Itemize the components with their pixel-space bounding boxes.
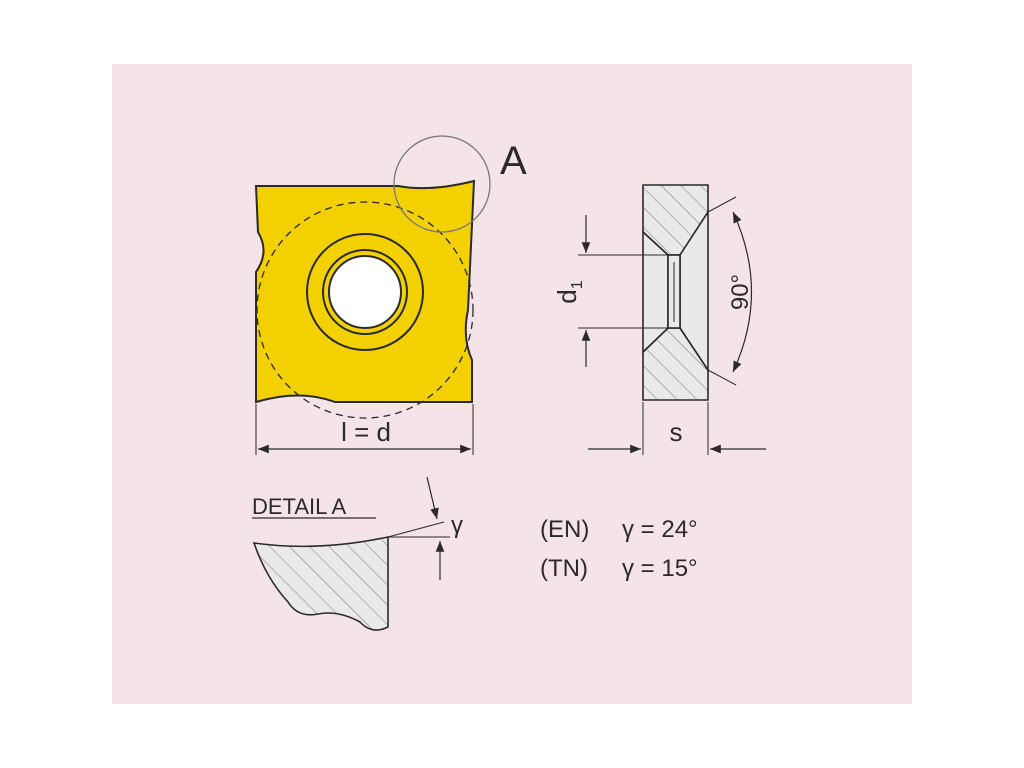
insert-side-section bbox=[642, 184, 709, 401]
counterbore-outer bbox=[306, 233, 424, 351]
thickness-dim-label: s bbox=[670, 417, 683, 447]
detail-circle-a bbox=[393, 135, 491, 233]
length-dim-label: l = d bbox=[341, 417, 391, 447]
variant-en-value: γ = 24° bbox=[622, 516, 698, 543]
length-dimension: l = d bbox=[255, 404, 474, 455]
variant-tn-value: γ = 15° bbox=[622, 555, 698, 582]
angle-dimension: 90° bbox=[707, 196, 754, 386]
rake-angle-variants: (EN) γ = 24° (TN) γ = 15° bbox=[540, 516, 698, 582]
detail-marker-label: A bbox=[500, 139, 527, 183]
gamma-symbol: γ bbox=[451, 512, 463, 539]
hole-dim-label: d1 bbox=[552, 280, 586, 303]
detail-title: DETAIL A bbox=[252, 494, 346, 519]
hole-diameter-dimension: d1 bbox=[552, 215, 668, 367]
technical-drawing: A l = d d1 90° s bbox=[112, 64, 912, 704]
counterbore-inner bbox=[322, 249, 408, 335]
angle-dim-label: 90° bbox=[727, 274, 754, 310]
detail-a-profile bbox=[252, 536, 389, 631]
variant-en-code: (EN) bbox=[540, 516, 589, 543]
thickness-dimension: s bbox=[588, 402, 766, 455]
drawing-panel: A l = d d1 90° s bbox=[112, 64, 912, 704]
insert-top-view bbox=[254, 179, 476, 419]
bore-hole bbox=[328, 255, 402, 329]
detail-a-section: DETAIL A γ bbox=[252, 476, 463, 631]
variant-tn-code: (TN) bbox=[540, 555, 588, 582]
inscribed-circle bbox=[256, 201, 474, 419]
background bbox=[112, 64, 912, 704]
